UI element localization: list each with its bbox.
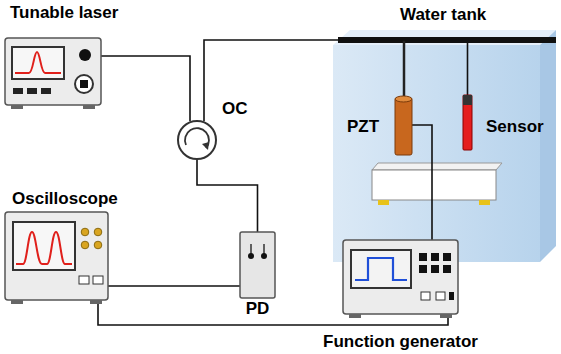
platform-top [372, 163, 502, 170]
button [431, 265, 439, 273]
knob [79, 49, 91, 61]
sensor-cap [463, 95, 472, 105]
port-core [80, 80, 88, 88]
fiber-sensor: Sensor [463, 95, 472, 150]
button [27, 88, 37, 94]
tank-side [540, 30, 556, 262]
pzt-transducer-shape [395, 95, 412, 155]
button [13, 88, 23, 94]
waveform [16, 232, 72, 264]
connection-cable [89, 38, 190, 121]
lead [251, 244, 264, 254]
device-label: OC [222, 100, 248, 119]
oscilloscope-shape [5, 212, 108, 300]
device-foot [11, 300, 23, 304]
device-foot [11, 105, 23, 109]
knob [94, 228, 102, 236]
platform [372, 170, 496, 200]
photodetector: PD [240, 232, 275, 298]
knob [81, 228, 89, 236]
device-label: Function generator [323, 333, 478, 352]
pzt-transducer: PZT [395, 95, 412, 155]
tank-top [333, 30, 556, 45]
oscilloscope: Oscilloscope [5, 212, 108, 300]
button [431, 253, 439, 261]
fiber-sensor-shape [463, 95, 472, 150]
device-foot [83, 105, 95, 109]
button [443, 265, 451, 273]
button [419, 265, 427, 273]
tunable-laser-shape [5, 38, 101, 105]
tunable-laser: Tunable laser [5, 38, 101, 105]
device-label: Oscilloscope [12, 190, 118, 209]
device-foot [349, 314, 361, 318]
pzt-rod [403, 40, 406, 96]
circulator-body [178, 121, 216, 159]
device-body [240, 232, 275, 298]
arrow-head [202, 142, 209, 150]
platform-foot [479, 200, 490, 205]
screen [12, 47, 64, 79]
pzt-top [395, 96, 412, 102]
knob [81, 241, 89, 249]
device-label: Water tank [400, 6, 486, 25]
connection-cable [204, 40, 468, 121]
connection-cable [412, 125, 432, 240]
water-tank: PZTSensorWater tank [333, 30, 556, 262]
button [443, 253, 451, 261]
screen [351, 250, 411, 288]
input-port [93, 276, 103, 284]
optical-circulator-shape [177, 120, 217, 160]
input-port [79, 276, 89, 284]
output-port [421, 292, 430, 300]
device-foot [440, 314, 452, 318]
device-body [343, 240, 458, 314]
button [419, 253, 427, 261]
device-label: Tunable laser [10, 4, 118, 23]
output-port [436, 292, 445, 300]
platform-foot [378, 200, 389, 205]
function-generator-shape [343, 240, 458, 314]
function-generator: Function generator [343, 240, 458, 314]
device-body [5, 38, 101, 105]
pzt-cylinder [395, 98, 412, 155]
device-body [5, 212, 108, 300]
optical-circulator: OC [177, 120, 217, 160]
screen [13, 222, 75, 270]
pulse-waveform [355, 258, 407, 280]
switch [449, 292, 454, 300]
spectrum-peak [15, 52, 61, 73]
device-label: PZT [347, 118, 379, 137]
device-foot [90, 300, 102, 304]
connection-cable [197, 160, 258, 232]
output-port [75, 75, 93, 93]
connection-cable [108, 285, 240, 287]
photodetector-shape [240, 232, 275, 298]
knob [94, 241, 102, 249]
device-label: PD [246, 300, 270, 319]
terminal [248, 253, 254, 259]
sensor-body [463, 95, 472, 150]
tank-front [333, 45, 540, 262]
terminal [261, 253, 267, 259]
button [41, 88, 51, 94]
device-label: Sensor [486, 118, 544, 137]
